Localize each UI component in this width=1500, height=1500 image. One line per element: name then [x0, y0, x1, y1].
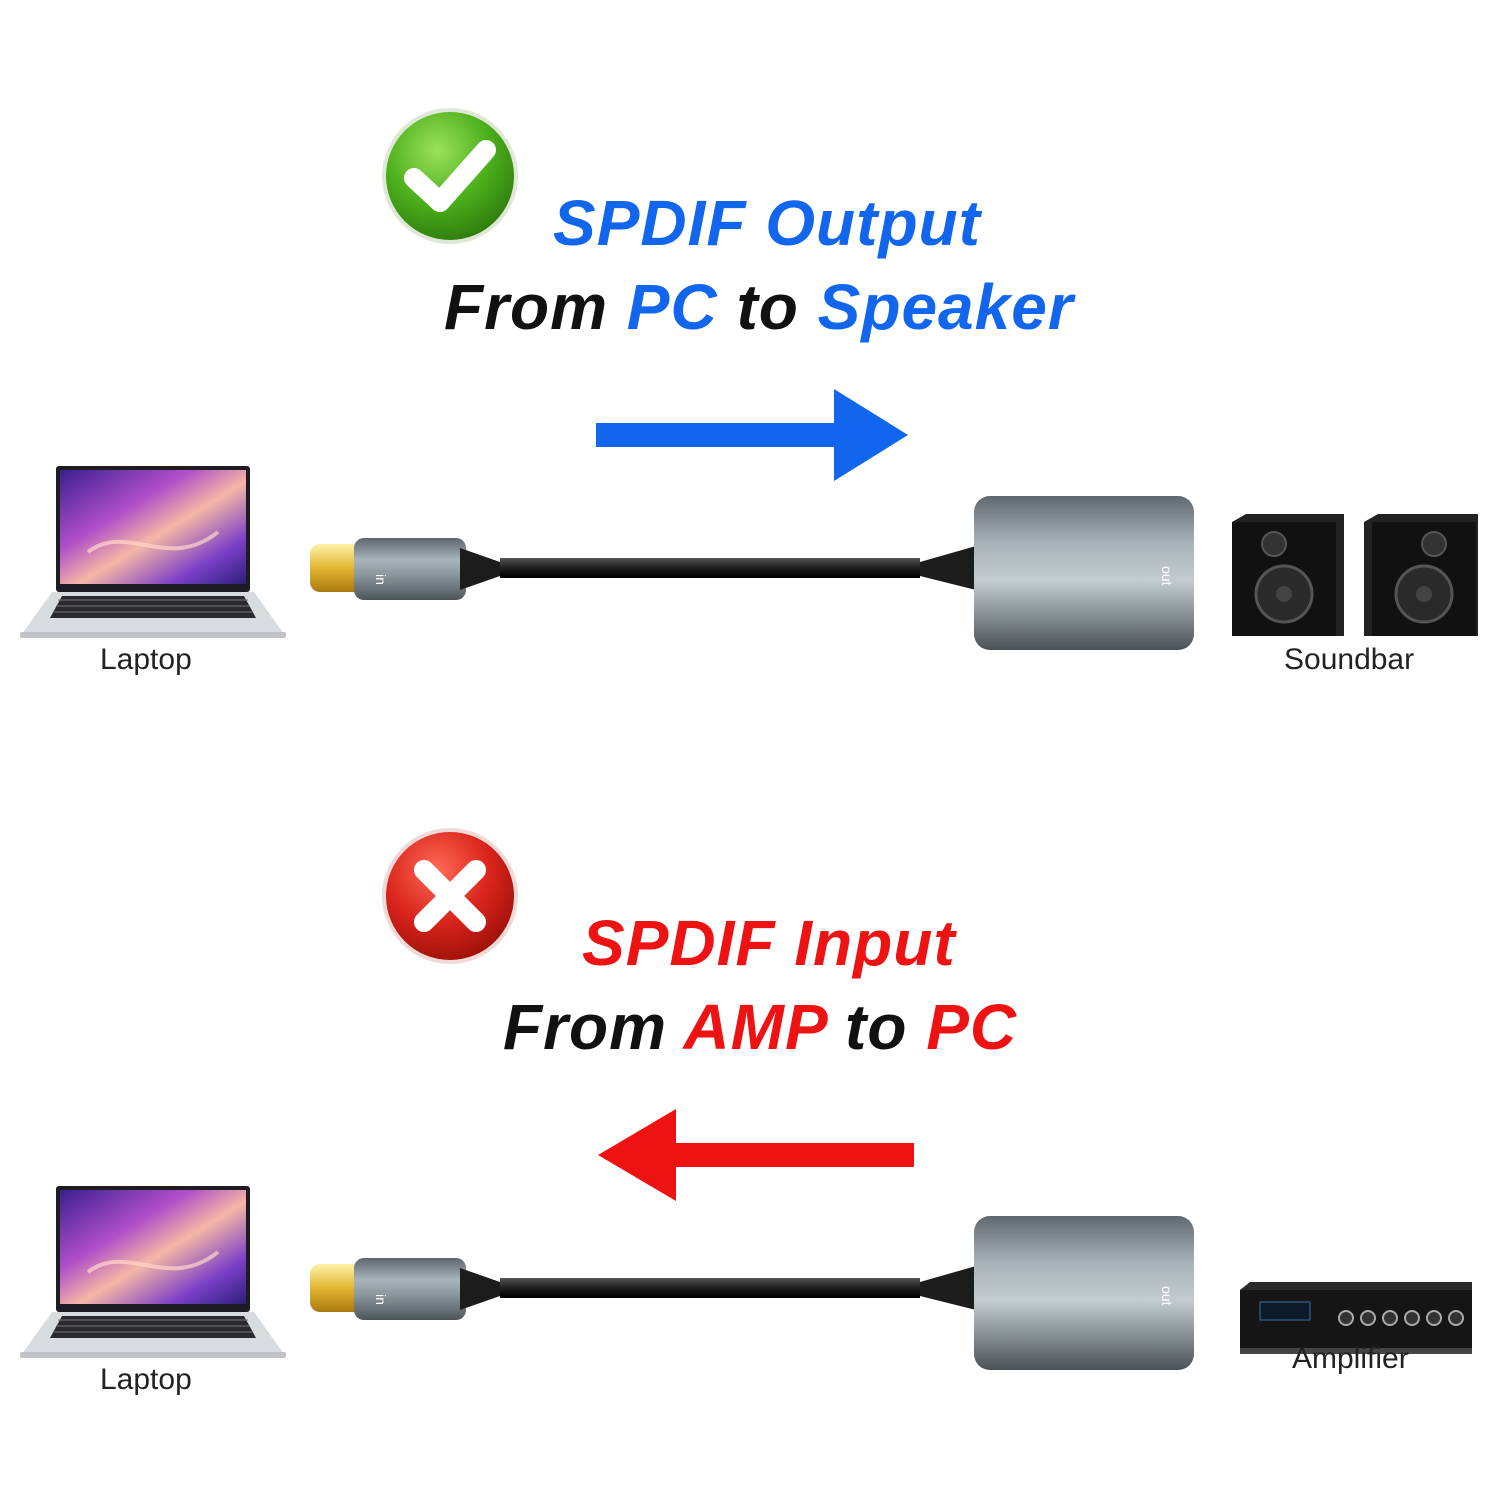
input-section: SPDIF Input From AMP to PC Laptop in out [0, 720, 1500, 1440]
right-arrow-icon [596, 389, 908, 481]
section-title: SPDIF Output [553, 187, 981, 259]
check-icon [382, 108, 518, 244]
section-subtitle: From PC to Speaker [444, 270, 1074, 344]
target-word: PC [926, 991, 1018, 1063]
usb-c-spdif-adapter-icon: in out [310, 1216, 1194, 1370]
jack-text: out [1159, 566, 1175, 586]
target-word: Speaker [817, 271, 1074, 343]
amplifier-icon [1240, 1282, 1472, 1354]
section-subtitle: From AMP to PC [503, 990, 1017, 1064]
laptop-label: Laptop [100, 1363, 192, 1396]
output-section: SPDIF Output From PC to Speaker Laptop i… [0, 0, 1500, 720]
laptop-label: Laptop [100, 643, 192, 676]
laptop-icon [20, 466, 286, 638]
from-word: From [503, 991, 667, 1063]
section-title: SPDIF Input [582, 907, 956, 979]
speaker-icon [1232, 514, 1478, 636]
left-arrow-icon [598, 1109, 914, 1201]
soundbar-label: Soundbar [1284, 643, 1415, 676]
plug-text: in [373, 574, 389, 585]
usb-c-spdif-adapter-icon: in out [310, 496, 1194, 650]
jack-text: out [1159, 1286, 1175, 1306]
from-word: From [444, 271, 608, 343]
amplifier-label: Amplifier [1292, 1342, 1409, 1375]
source-word: PC [626, 271, 718, 343]
plug-text: in [373, 1294, 389, 1305]
source-word: AMP [683, 991, 827, 1063]
cross-icon [382, 828, 518, 964]
to-word: to [736, 271, 799, 343]
laptop-icon [20, 1186, 286, 1358]
to-word: to [845, 991, 908, 1063]
